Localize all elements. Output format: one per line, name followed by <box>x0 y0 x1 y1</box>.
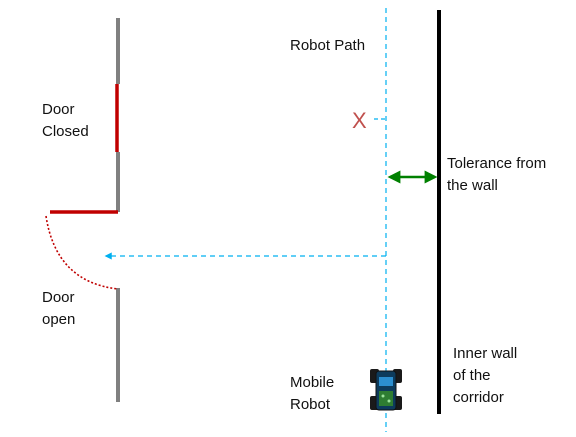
target-marker-x: X <box>352 108 367 133</box>
door-open-label-line2: open <box>42 311 75 328</box>
robot-path-label: Robot Path <box>290 37 365 54</box>
mobile-robot-label-line1: Mobile <box>290 374 334 391</box>
inner-wall-label-line3: corridor <box>453 389 504 406</box>
door-open-label-line1: Door <box>42 289 75 306</box>
tolerance-label-line2: the wall <box>447 177 498 194</box>
mobile-robot-icon <box>370 369 402 411</box>
open-door-swing-arc <box>45 215 119 290</box>
mobile-robot-label-line2: Robot <box>290 396 331 413</box>
inner-wall-label-line2: of the <box>453 367 491 384</box>
inner-wall-label-line1: Inner wall <box>453 345 517 362</box>
door-closed-label-line2: Closed <box>42 123 89 140</box>
door-closed-label-line1: Door <box>42 101 75 118</box>
tolerance-label-line1: Tolerance from <box>447 155 546 172</box>
